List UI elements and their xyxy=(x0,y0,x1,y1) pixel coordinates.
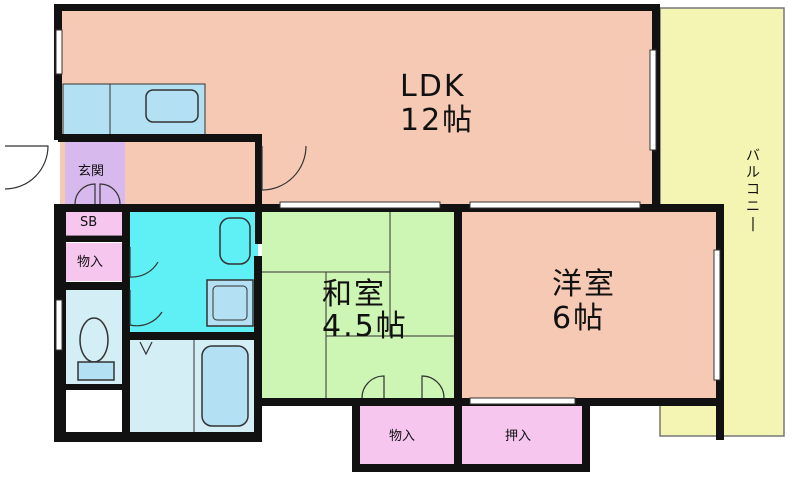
windows xyxy=(55,29,721,405)
washbasin-icon xyxy=(219,217,251,265)
storage-bottom xyxy=(360,406,454,468)
youshitsu-label: 洋室 xyxy=(552,267,616,302)
washitsu-label: 和室 xyxy=(322,277,386,312)
oshiire-label: 押入 xyxy=(505,429,532,444)
balcony-char: コ xyxy=(746,182,760,198)
balcony-char: ニ xyxy=(746,199,760,215)
toilet-icon xyxy=(79,317,109,363)
balcony-char: ル xyxy=(746,165,760,181)
balcony-label: バルコニ| xyxy=(743,148,763,233)
washing-machine-icon xyxy=(206,279,254,327)
youshitsu-room xyxy=(462,210,716,400)
doors xyxy=(4,145,445,399)
ldk-label: LDK xyxy=(400,69,466,104)
storage-left-label: 物入 xyxy=(77,255,104,270)
kitchen-sink-icon xyxy=(145,89,199,123)
bathtub-icon xyxy=(201,345,249,427)
washitsu-size-label: 4.5帖 xyxy=(322,309,408,344)
balcony-char: バ xyxy=(746,148,760,164)
balcony-char: | xyxy=(750,216,756,232)
oshiire-area xyxy=(462,406,582,468)
ldk-size-label: 12帖 xyxy=(400,103,475,138)
youshitsu-size-label: 6帖 xyxy=(552,301,606,336)
storage-bottom-label: 物入 xyxy=(389,429,416,444)
storage-left xyxy=(65,243,123,281)
genkan-label: 玄関 xyxy=(78,164,105,179)
sb-label: SB xyxy=(80,215,98,230)
washitsu-room xyxy=(262,210,454,400)
